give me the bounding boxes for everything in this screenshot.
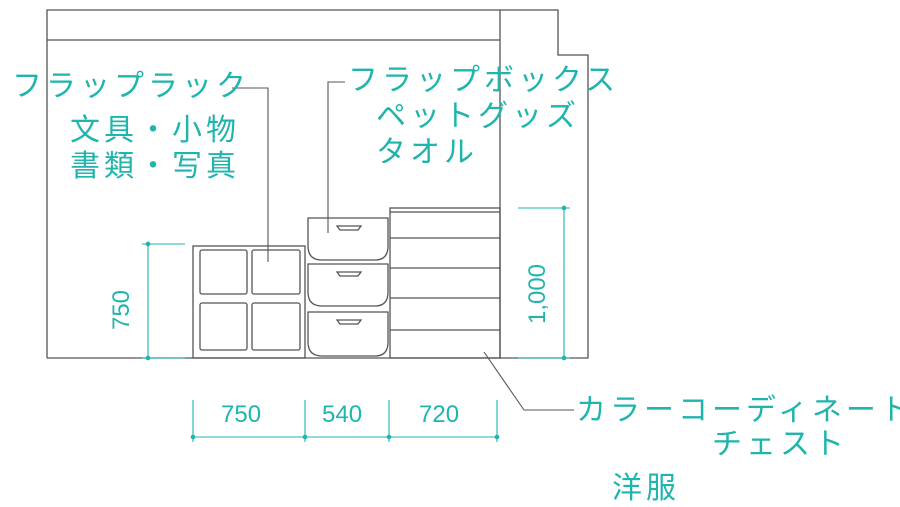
dim-text-box-width: 540 xyxy=(322,401,363,428)
room-outline xyxy=(46,9,589,359)
label-chest-subtitle: チェスト xyxy=(712,427,848,462)
flap-box xyxy=(307,263,389,307)
label-flap-rack-contents-2: 書類・写真 xyxy=(70,149,240,184)
label-flap-rack-contents-1: 文具・小物 xyxy=(70,113,240,148)
leader-chest xyxy=(483,351,574,411)
dim-text-rack-width: 750 xyxy=(221,401,262,428)
label-flap-box-contents-1: ペットグッズ xyxy=(376,99,580,134)
leader-flap-rack xyxy=(232,87,269,262)
label-flap-box-contents-2: タオル xyxy=(376,135,478,170)
label-chest-title: カラーコーディネート xyxy=(576,393,900,428)
flap-box xyxy=(307,217,389,261)
flap-rack-cell xyxy=(251,249,301,295)
flap-rack-cell xyxy=(251,302,301,351)
leader-flap-box xyxy=(327,81,345,233)
label-chest-contents: 洋服 xyxy=(612,471,680,506)
dim-text-chest-height: 1,000 xyxy=(524,263,551,325)
dim-text-rack-height: 750 xyxy=(108,289,135,331)
flap-rack-cell xyxy=(199,302,248,351)
chest-frame xyxy=(389,207,501,359)
flap-rack-frame xyxy=(192,245,306,359)
flap-box xyxy=(307,311,389,357)
flap-rack-cell xyxy=(199,249,248,295)
label-flap-rack-title: フラップラック xyxy=(12,69,250,104)
label-flap-box-title: フラップボックス xyxy=(348,63,620,98)
dim-text-chest-width: 720 xyxy=(419,401,460,428)
